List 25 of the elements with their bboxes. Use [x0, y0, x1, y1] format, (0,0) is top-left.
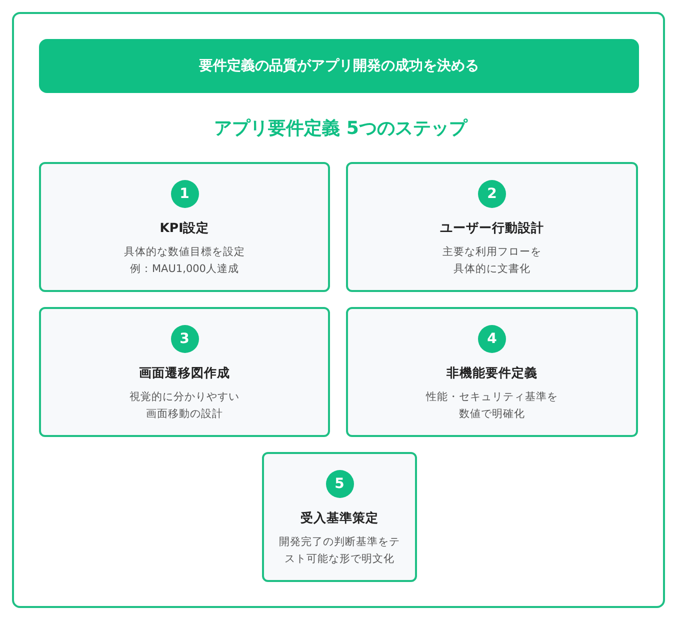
step-title: 画面遷移図作成 — [138, 365, 231, 382]
outer-frame — [12, 12, 665, 608]
step-number-circle: 5 — [326, 470, 354, 498]
step-card — [262, 452, 417, 582]
step-description: 視覚的に分かりやすい画面移動の設計 — [128, 390, 240, 422]
step-title: 非機能要件定義 — [446, 365, 538, 382]
step-card — [346, 162, 638, 292]
diagram-title: アプリ要件定義 5つのステップ — [213, 117, 469, 140]
step-card — [39, 162, 330, 292]
step-title: 受入基準策定 — [300, 510, 380, 527]
step-title: ユーザー行動設計 — [439, 220, 545, 237]
step-description: 開発完了の判断基準をテスト可能な形で明文化 — [278, 535, 401, 567]
step-description: 性能・セキュリティ基準を数値で明確化 — [424, 390, 559, 422]
step-description: 例：MAU1,000人達成 — [129, 262, 240, 277]
header-banner — [39, 39, 639, 93]
step-card — [346, 307, 638, 437]
step-number-circle: 1 — [170, 180, 198, 208]
step-number-circle: 2 — [478, 180, 506, 208]
step-number-circle: 4 — [478, 325, 506, 353]
step-title: KPI設定 — [158, 220, 210, 237]
step-number-circle: 3 — [170, 325, 198, 353]
step-card — [39, 307, 330, 437]
step-description: 主要な利用フローを具体的に文書化 — [442, 245, 542, 277]
step-description: 具体的な数値目標を設定 — [123, 245, 246, 260]
banner-text: 要件定義の品質がアプリ開発の成功を決める — [199, 57, 479, 75]
